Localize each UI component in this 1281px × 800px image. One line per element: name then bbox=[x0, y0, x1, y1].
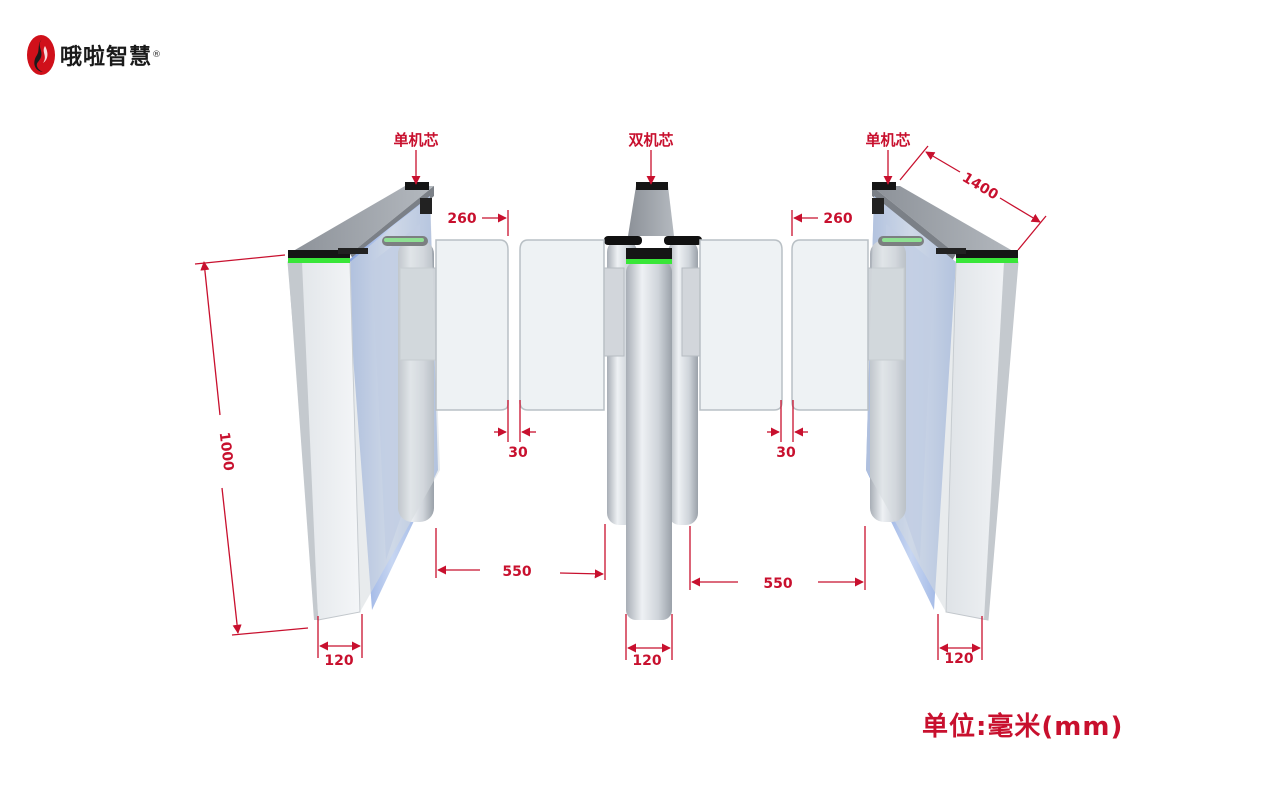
callout-right-core: 单机芯 bbox=[865, 131, 910, 149]
dim-depth: 1400 bbox=[959, 170, 1001, 204]
dimension-lines bbox=[194, 145, 1047, 660]
center-cabinet bbox=[593, 182, 713, 620]
dim-height: 1000 bbox=[216, 431, 237, 472]
right-cabinet bbox=[866, 182, 1019, 621]
wing-right-inner bbox=[699, 239, 783, 411]
brand-logo: 哦啦智慧 ® bbox=[26, 34, 161, 76]
dim-wing-right: 260 bbox=[823, 211, 852, 227]
dim-width-left: 120 bbox=[324, 653, 353, 669]
dim-lane-right: 550 bbox=[763, 576, 792, 592]
dim-gap-right: 30 bbox=[776, 445, 796, 461]
dim-width-right: 120 bbox=[944, 651, 973, 667]
wing-left-inner bbox=[519, 239, 605, 411]
wing-right-outer bbox=[791, 239, 869, 411]
callout-left-core: 单机芯 bbox=[393, 131, 438, 149]
brand-name: 哦啦智慧 bbox=[60, 45, 153, 70]
dim-lane-left: 550 bbox=[502, 564, 531, 580]
dim-wing-left: 260 bbox=[447, 211, 476, 227]
wing-left-outer bbox=[435, 239, 509, 411]
left-cabinet bbox=[287, 182, 440, 621]
callout-center-core: 双机芯 bbox=[628, 131, 673, 149]
glass-wings bbox=[435, 239, 869, 411]
brand-flame-icon bbox=[27, 35, 55, 75]
dim-width-center: 120 bbox=[632, 653, 661, 669]
dim-gap-left: 30 bbox=[508, 445, 528, 461]
unit-note: 单位:毫米(mm) bbox=[922, 712, 1124, 742]
brand-registered-mark: ® bbox=[152, 50, 162, 60]
